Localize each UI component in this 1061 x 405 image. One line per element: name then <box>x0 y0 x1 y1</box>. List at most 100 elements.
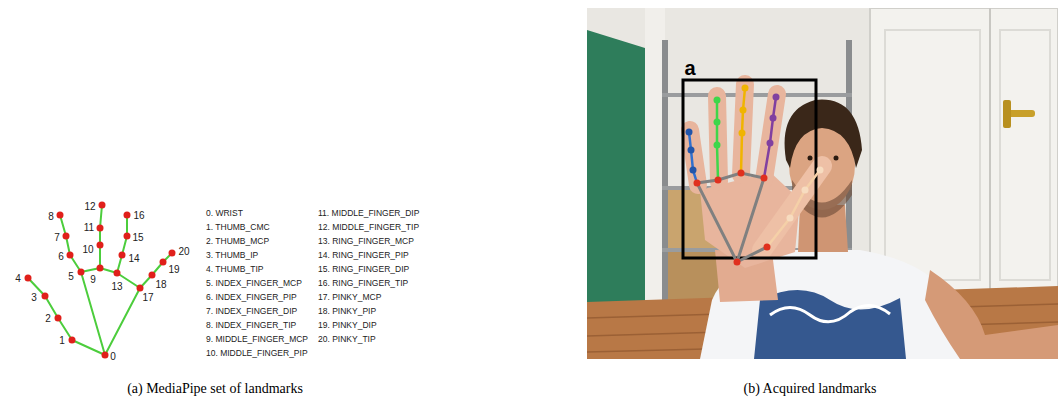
landmark-dot <box>69 337 76 344</box>
landmark-name: 7. INDEX_FINGER_DIP <box>206 307 297 316</box>
ring-line <box>117 215 127 273</box>
palm-link <box>697 173 764 262</box>
landmark-number: 17 <box>142 293 153 303</box>
landmark-number: 11 <box>84 223 94 233</box>
landmark-dot <box>97 242 104 249</box>
subfigure-caption: (a) MediaPipe set of landmarks <box>127 382 303 396</box>
palm-link <box>737 247 767 262</box>
landmark-dot <box>55 315 62 322</box>
landmark-number: 13 <box>111 282 122 292</box>
landmark-dot <box>124 233 131 240</box>
landmark-dot <box>714 142 721 149</box>
landmark-name: 20. PINKY_TIP <box>318 335 376 344</box>
landmark-name: 9. MIDDLE_FINGER_MCP <box>206 335 308 344</box>
landmark-dot <box>114 270 121 277</box>
pinky-dots <box>767 94 780 147</box>
door-gap <box>989 8 991 298</box>
thumb <box>762 166 822 250</box>
landmark-dot <box>767 140 774 147</box>
landmark-dot <box>764 244 771 251</box>
landmark-number: 10 <box>82 245 93 255</box>
landmark-name: 3. THUMB_IP <box>206 251 258 260</box>
thumb-dots <box>787 167 824 222</box>
arm <box>925 270 1058 359</box>
landmark-number: 12 <box>84 202 95 212</box>
door <box>870 8 1058 298</box>
landmark-dot <box>67 252 74 259</box>
acquired-palm <box>697 173 767 262</box>
landmark-number: 4 <box>15 274 21 284</box>
landmark-number: 9 <box>90 275 96 285</box>
landmark-name: 4. THUMB_TIP <box>206 265 263 274</box>
landmark-number: 18 <box>155 280 166 290</box>
hand-skeleton <box>28 205 172 355</box>
bounding-box <box>683 80 816 258</box>
landmark-dot <box>694 180 701 187</box>
landmark-dot <box>787 215 794 222</box>
index-line <box>60 215 105 355</box>
landmark-dot <box>738 170 745 177</box>
landmark-dot <box>742 85 749 92</box>
landmark-name: 6. INDEX_FINGER_PIP <box>206 293 297 302</box>
landmark-name: 17. PINKY_MCP <box>318 293 381 302</box>
finger <box>741 84 745 175</box>
landmark-dot <box>149 272 156 279</box>
landmark-dot <box>97 265 104 272</box>
door-panel <box>885 30 980 280</box>
landmark-number: 15 <box>132 233 143 243</box>
thumb-track <box>767 170 820 247</box>
landmark-dot <box>734 259 741 266</box>
landmark-number: 7 <box>54 233 60 243</box>
landmark-number: 8 <box>48 212 54 222</box>
landmark-number: 5 <box>68 272 74 282</box>
wall <box>587 8 1058 359</box>
landmark-dots <box>25 202 176 359</box>
shirt-wave <box>770 305 890 321</box>
landmark-dot <box>714 97 721 104</box>
landmark-dot <box>739 130 746 137</box>
eye <box>808 156 813 161</box>
eye <box>834 156 839 161</box>
landmark-name: 1. THUMB_CMC <box>206 223 270 232</box>
finger <box>764 94 777 180</box>
pinky-line <box>105 253 172 355</box>
landmark-dot <box>78 269 85 276</box>
middle-dots <box>714 97 721 149</box>
landmark-dot <box>124 212 131 219</box>
landmark-number: 3 <box>31 293 37 303</box>
landmark-number: 20 <box>178 247 189 257</box>
landmark-dot <box>97 225 104 232</box>
landmark-dot <box>770 115 777 122</box>
landmark-name: 8. INDEX_FINGER_TIP <box>206 321 296 330</box>
landmark-dot <box>761 175 768 182</box>
landmark-dot <box>686 129 693 136</box>
landmark-number: 1 <box>59 336 65 346</box>
landmark-number: 2 <box>45 314 51 324</box>
palm-line <box>81 268 140 288</box>
landmark-name: 19. PINKY_DIP <box>318 321 377 330</box>
landmark-dot <box>169 250 176 257</box>
landmark-dot <box>688 147 695 154</box>
index-track <box>689 132 697 183</box>
landmark-number: 16 <box>133 211 144 221</box>
shelf-bar <box>662 93 852 97</box>
landmark-dot <box>714 119 721 126</box>
landmark-dot <box>99 202 106 209</box>
landmark-name: 10. MIDDLE_FINGER_PIP <box>206 349 308 358</box>
pinky-track <box>764 97 776 178</box>
base-dots <box>694 170 771 266</box>
box-label: a <box>684 58 695 78</box>
green-panel <box>587 30 645 338</box>
landmark-dot <box>160 259 167 266</box>
landmark-name: 13. RING_FINGER_MCP <box>318 237 414 246</box>
door-panel <box>1000 30 1050 280</box>
fingers <box>690 84 822 250</box>
middle-line <box>100 205 102 268</box>
landmark-dot <box>119 252 126 259</box>
landmark-name: 15. RING_FINGER_DIP <box>318 265 409 274</box>
landmark-dot <box>25 275 32 282</box>
landmark-dot <box>42 293 49 300</box>
landmark-dot <box>102 352 109 359</box>
shelf-post <box>662 40 668 302</box>
